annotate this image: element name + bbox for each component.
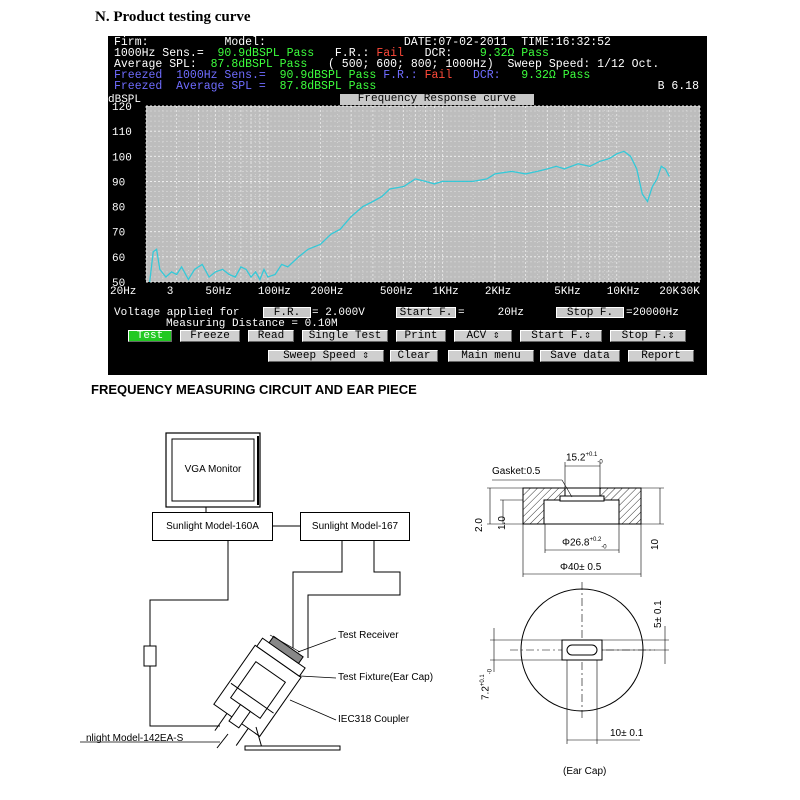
model-142ea-label: nlight Model-142EA-S: [86, 733, 184, 744]
y-axis-label: dBSPL: [108, 94, 142, 106]
test-receiver-label: Test Receiver: [338, 630, 399, 641]
y-tick-label: 50: [112, 278, 125, 290]
y-tick-label: 90: [112, 177, 125, 189]
start-freq-chip[interactable]: Start F.: [396, 307, 456, 319]
x-tick-label: 20K: [659, 286, 679, 298]
button-read[interactable]: Read: [248, 330, 294, 342]
fr-chip[interactable]: F.R.: [263, 307, 311, 319]
button-clear[interactable]: Clear: [390, 350, 438, 362]
start-freq-value: = 20Hz: [458, 307, 525, 319]
x-tick-label: 50Hz: [205, 286, 231, 298]
y-tick-label: 70: [112, 228, 125, 240]
measuring-distance: Measuring Distance = 0.10M: [166, 318, 338, 330]
button-print[interactable]: Print: [396, 330, 446, 342]
ear-cap-caption: (Ear Cap): [563, 766, 607, 777]
x-tick-label: 10KHz: [607, 286, 640, 298]
dim-15-2: 15.2+0.1-0: [566, 452, 603, 466]
dim-10-vertical: 10: [650, 538, 661, 550]
vga-monitor-label: VGA Monitor: [184, 464, 242, 475]
x-tick-label: 30K: [680, 286, 700, 298]
voltage-value: = 2.000V: [312, 307, 365, 319]
x-tick-label: 500Hz: [380, 286, 413, 298]
response-curve-line: [149, 150, 670, 283]
dim-7-2: 7.2+0.1-0: [480, 668, 494, 700]
model-167-box: Sunlight Model-167: [300, 512, 410, 541]
y-tick-label: 110: [112, 127, 132, 139]
gasket-label: Gasket:0.5: [492, 466, 541, 477]
x-tick-label: 3: [167, 286, 174, 298]
x-tick-label: 200Hz: [310, 286, 343, 298]
version-label: B 6.18: [657, 80, 699, 93]
status-line-4: Freezed 1000Hz Sens.= 90.9dBSPL Pass F.R…: [114, 69, 591, 82]
dim-10-horizontal: 10± 0.1: [610, 728, 644, 739]
x-tick-label: 100Hz: [258, 286, 291, 298]
x-tick-label: 5KHz: [554, 286, 580, 298]
dim-40: Φ40± 0.5: [560, 562, 602, 573]
status-line-3: Average SPL: 87.8dBSPL Pass ( 500; 600; …: [114, 58, 660, 71]
x-tick-label: 20Hz: [110, 286, 136, 298]
y-tick-label: 100: [112, 152, 132, 164]
stop-freq-chip[interactable]: Stop F.: [556, 307, 624, 319]
voltage-label: Voltage applied for: [114, 307, 240, 319]
button-test[interactable]: Test: [128, 330, 172, 342]
button-acv[interactable]: ACV ⇕: [454, 330, 512, 342]
button-freeze[interactable]: Freeze: [180, 330, 240, 342]
y-tick-label: 60: [112, 253, 125, 265]
chart-title: Frequency Response curve: [340, 94, 534, 105]
status-line-1: Firm: Model: DATE:07-02-2011 TIME:16:32:…: [114, 36, 611, 49]
y-tick-label: 120: [112, 102, 132, 114]
dim-2-0: 2.0: [474, 518, 485, 532]
section-title-testing-curve: N. Product testing curve: [95, 9, 251, 25]
plot-area: [146, 106, 700, 282]
section-title-measuring-circuit: FREQUENCY MEASURING CIRCUIT AND EAR PIEC…: [91, 382, 417, 397]
status-line-2: 1000Hz Sens.= 90.9dBSPL Pass F.R.: Fail …: [114, 47, 549, 60]
x-tick-label: 2KHz: [485, 286, 511, 298]
test-fixture-label: Test Fixture(Ear Cap): [338, 672, 434, 683]
coupler-label: IEC318 Coupler: [338, 714, 410, 725]
button-report[interactable]: Report: [628, 350, 694, 362]
button-stop-f[interactable]: Stop F.⇕: [610, 330, 686, 342]
stop-freq-value: =20000Hz: [626, 307, 679, 319]
button-sweep-speed[interactable]: Sweep Speed ⇕: [268, 350, 384, 362]
model-160a-box: Sunlight Model-160A: [152, 512, 273, 541]
status-line-5: Freezed Average SPL = 87.8dBSPL Pass: [114, 80, 377, 93]
x-tick-label: 1KHz: [432, 286, 458, 298]
analyzer-screen: Firm: Model: DATE:07-02-2011 TIME:16:32:…: [108, 36, 707, 375]
dim-1-0: 1.0: [497, 516, 508, 530]
button-start-f[interactable]: Start F.⇕: [520, 330, 602, 342]
dim-26-8: Φ26.8+0.2-0: [562, 537, 607, 551]
y-tick-label: 80: [112, 203, 125, 215]
button-save-data[interactable]: Save data: [540, 350, 620, 362]
dim-5: 5± 0.1: [653, 600, 664, 628]
button-main-menu[interactable]: Main menu: [448, 350, 534, 362]
button-single-test[interactable]: Single Test: [302, 330, 388, 342]
